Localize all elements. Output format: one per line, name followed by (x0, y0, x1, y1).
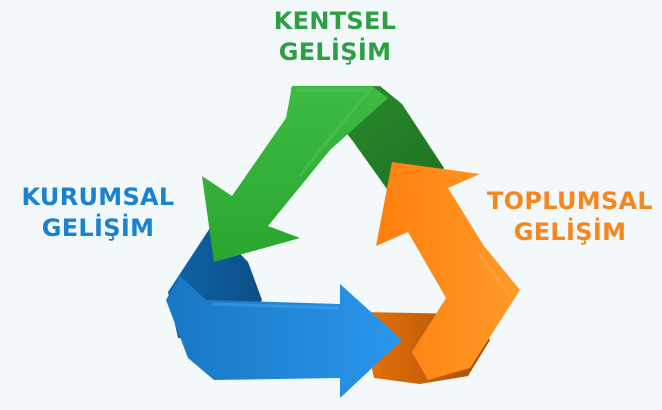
label-kentsel-gelisim: KENTSEL GELİŞİM (245, 6, 425, 68)
label-kurumsal-gelisim: KURUMSAL GELİŞİM (0, 182, 196, 244)
label-left-line2: GELİŞİM (41, 214, 155, 242)
label-right-line2: GELİŞİM (513, 218, 627, 246)
label-right-line1: TOPLUMSAL (486, 187, 654, 215)
label-left-line1: KURUMSAL (21, 183, 175, 211)
blue-arrow (166, 276, 402, 398)
label-top-line1: KENTSEL (273, 7, 397, 35)
green-arrow (202, 86, 388, 262)
label-toplumsal-gelisim: TOPLUMSAL GELİŞİM (478, 186, 662, 248)
label-top-line2: GELİŞİM (278, 38, 392, 66)
orange-arrow (376, 162, 520, 380)
